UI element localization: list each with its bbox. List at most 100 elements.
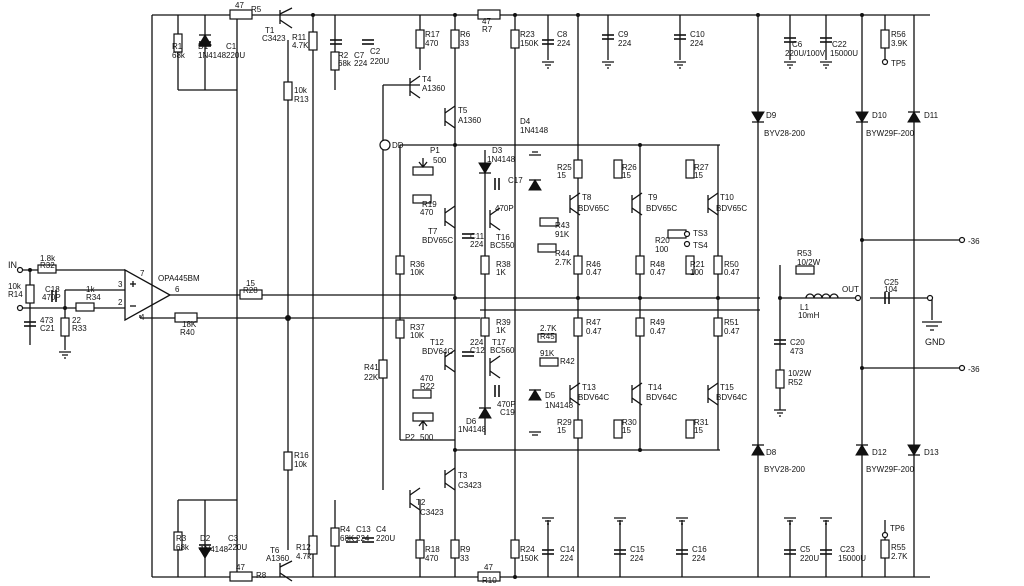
label-C22v: 15000U [830,49,858,58]
label-R20: R20 [655,236,670,245]
label-R44v: 2.7K [555,258,572,267]
label-T2t: C3423 [420,508,444,517]
label-P1v: 500 [433,156,447,165]
label-C7: C7 [354,51,365,60]
label-C2: C2 [370,47,381,56]
label-P2: P2 [405,433,415,442]
label-R11v: 4.7K [292,41,309,50]
label-C15: C15 [630,545,645,554]
inductor-L1 [805,293,839,299]
label-R10v: 47 [484,563,493,572]
label-R14: R14 [8,290,23,299]
label-T4: T4 [422,75,432,84]
label-T6t: A1360 [266,554,290,563]
label-C11: C11 [470,232,485,241]
label-pin6: 6 [175,285,180,294]
label-R24v: 150K [520,554,539,563]
label-R56v: 3.9K [891,39,908,48]
label-L1v: 10mH [798,311,820,320]
label-C14: C14 [560,545,575,554]
label-L1: L1 [800,303,809,312]
label-T10: T10 [720,193,734,202]
label-C23: C23 [840,545,855,554]
label-C19v: 470P [497,400,516,409]
label-R24: R24 [520,545,535,554]
opamp-symbol [124,268,172,322]
label-C7v: 224 [354,59,368,68]
label-R1v: 68k [172,51,186,60]
label-D6: D6 [466,417,477,426]
label-T15t: BDV64C [716,393,747,402]
label-T9: T9 [648,193,658,202]
label-T5: T5 [458,106,468,115]
label-R16v: 10k [294,460,308,469]
label-T3: T3 [458,471,468,480]
label-R39: R39 [496,318,511,327]
label-R30: R30 [622,418,637,427]
label-GND: GND [925,337,946,347]
label-R49v: 0.47 [650,327,666,336]
label-D2t: 1N4148 [200,545,229,554]
label-D8: D8 [766,448,777,457]
label-R42: R42 [560,357,575,366]
label-R41: R41 [364,363,379,372]
label-R36: R36 [410,260,425,269]
label-TS3: TS3 [693,229,708,238]
label-C16: C16 [692,545,707,554]
label-D5t: 1N4148 [545,401,574,410]
label-C6: C6 [792,40,803,49]
label-R46: R46 [586,260,601,269]
label-D9t: BYV28-200 [764,129,805,138]
label-R18: R18 [425,545,440,554]
label-T14t: BDV64C [646,393,677,402]
label-R38: R38 [496,260,511,269]
label-R38v: 1K [496,268,506,277]
label-D1: D1 [198,42,209,51]
label-C25: C25 [884,278,899,287]
label-OPA: OPA445BM [158,274,200,283]
label-T14: T14 [648,383,662,392]
label-DD: DD [392,141,404,150]
label-R37v: 10K [410,331,425,340]
label-D4t: 1N4148 [520,126,549,135]
label-C10v: 224 [690,39,704,48]
label-C3v: 220U [228,543,247,552]
label-T1t: C3423 [262,34,286,43]
label-R55v: 2.7K [891,552,908,561]
label-T8t: BDV65C [578,204,609,213]
label-R33v: 22 [72,316,81,325]
label-D12: D12 [872,448,887,457]
label-T16t: BC550 [490,241,515,250]
label-T13: T13 [582,383,596,392]
label-D11: D11 [924,111,939,120]
label-R40v: 18K [182,320,197,329]
label-R19v: 470 [420,208,434,217]
label-R16: R16 [294,451,309,460]
label-T12t: BDV64C [422,347,453,356]
label-R9v: 33 [460,554,469,563]
label-R12: R12 [296,543,311,552]
label-T3t: C3423 [458,481,482,490]
label-R39v: 1K [496,326,506,335]
label-R22v: 470 [420,374,434,383]
label-C8: C8 [557,30,568,39]
label-R20v: 100 [655,245,669,254]
label-R34: R34 [86,293,101,302]
label-R36v: 10K [410,268,425,277]
label-C21: C21 [40,324,55,333]
label-R42v: 91K [540,349,555,358]
label-R33: R33 [72,324,87,333]
label-R22: R22 [420,382,435,391]
label-R53v: 10/2W [797,258,821,267]
label-C14v: 224 [560,554,574,563]
labels: 47 R5 T1 C3423 R1 68k D1 1N4148 C1 220U … [8,1,980,585]
label-C12v: 224 [470,338,484,347]
label-R31: R31 [694,418,709,427]
label-P2v: 500 [420,433,434,442]
label-C17v: 470P [495,204,514,213]
label-T9t: BDV65C [646,204,677,213]
label-C13: C13 [356,525,371,534]
terminals [16,58,966,539]
label-C5v: 220U [800,554,819,563]
